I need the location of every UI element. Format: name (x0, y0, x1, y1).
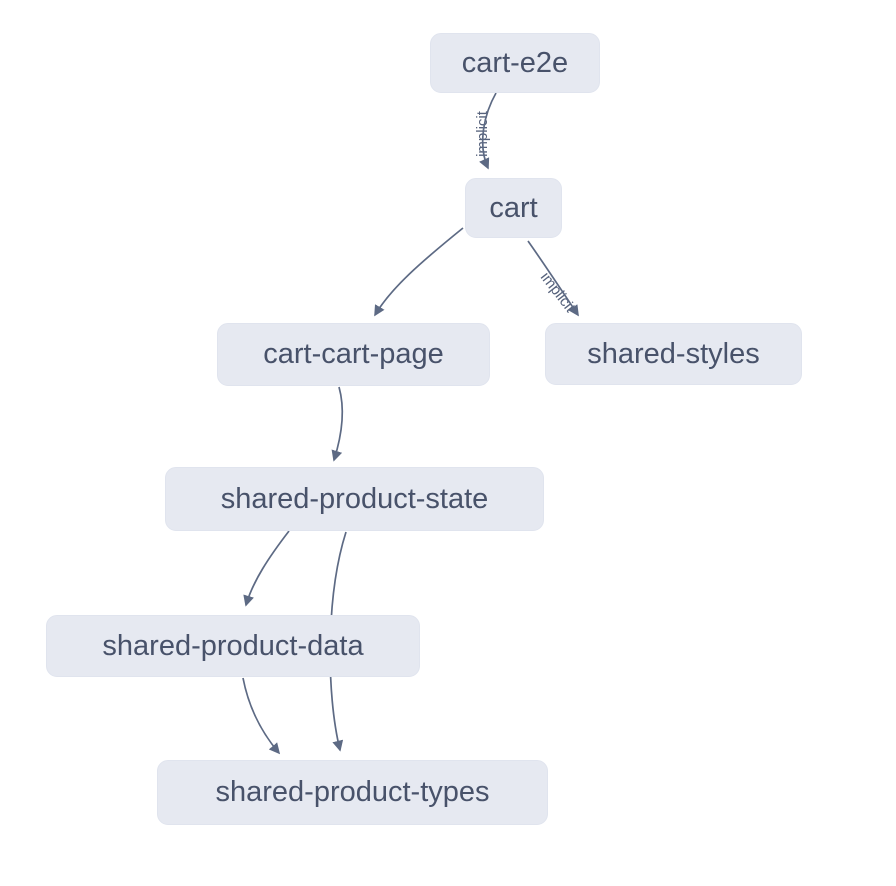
node-shared-product-data[interactable]: shared-product-data (46, 615, 420, 677)
edge-shared-product-data-to-shared-product-types (242, 677, 281, 755)
edge-cart-to-cart-cart-page (374, 227, 464, 317)
node-cart-cart-page[interactable]: cart-cart-page (217, 323, 490, 386)
node-cart-e2e[interactable]: cart-e2e (430, 33, 600, 93)
edge-cart-cart-page-to-shared-product-state (331, 386, 344, 462)
edge-shared-product-state-to-shared-product-data (243, 530, 290, 607)
node-shared-styles[interactable]: shared-styles (545, 323, 802, 385)
edge-cart-to-shared-styles (527, 240, 579, 317)
edge-cart-e2e-to-cart (479, 92, 497, 170)
node-cart[interactable]: cart (465, 178, 562, 238)
node-shared-product-types[interactable]: shared-product-types (157, 760, 548, 825)
node-shared-product-state[interactable]: shared-product-state (165, 467, 544, 531)
edge-label-implicit-cart-shared-styles: implicit (537, 269, 579, 316)
